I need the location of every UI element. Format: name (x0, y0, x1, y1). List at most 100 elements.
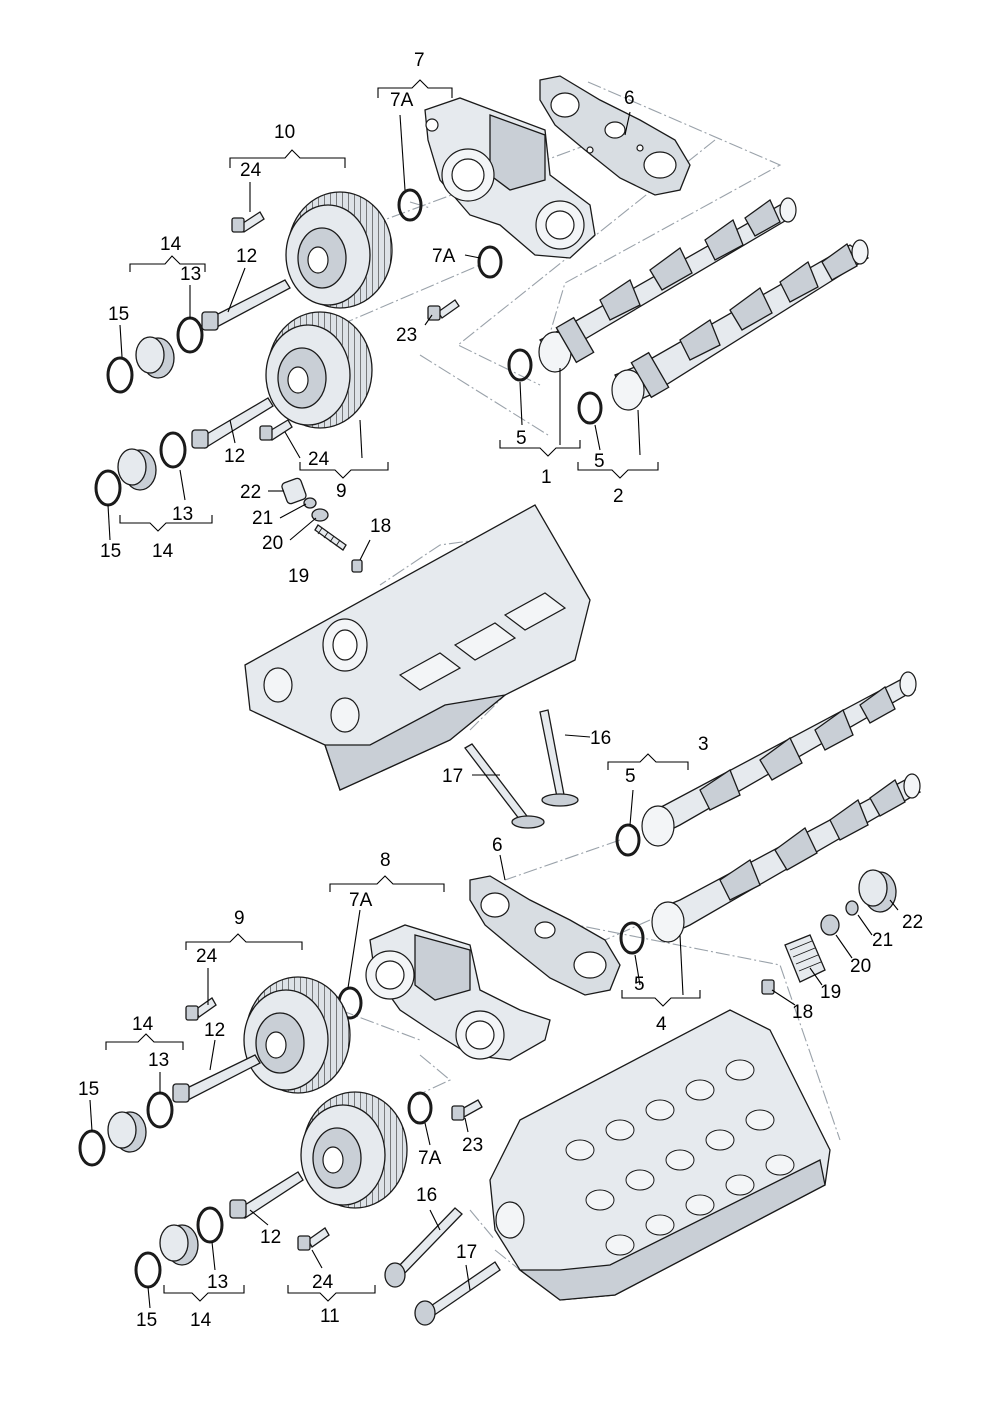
callout-22: 22 (902, 912, 923, 933)
callout-15: 15 (100, 541, 121, 562)
callout-24: 24 (312, 1272, 334, 1293)
callout-21: 21 (872, 930, 893, 951)
callout-12: 12 (224, 446, 245, 467)
callout-7a: 7A (432, 246, 456, 267)
bolt-23-lower (451, 1099, 483, 1121)
circlip-15-lower-2 (134, 1251, 162, 1289)
valve-stem-seal-18-upper (351, 559, 363, 573)
callout-15: 15 (78, 1079, 99, 1100)
camshaft-4 (651, 773, 922, 943)
bolt-24-lower-2 (297, 1227, 330, 1251)
callout-21: 21 (252, 508, 273, 529)
callout-14: 14 (160, 234, 182, 255)
sprocket-9-lower (243, 976, 351, 1094)
callout-12: 12 (236, 246, 257, 267)
callout-10: 10 (274, 122, 295, 143)
callout-17: 17 (442, 766, 463, 787)
gasket-upper (539, 75, 691, 196)
bolt-12-upper-2 (191, 397, 274, 449)
callout-9: 9 (336, 481, 347, 502)
o-ring-5-upper-2 (577, 391, 603, 425)
camshaft-1 (538, 197, 797, 373)
callout-5: 5 (634, 974, 645, 995)
keeper-21-upper (303, 497, 317, 509)
callout-12: 12 (204, 1020, 225, 1041)
callout-1: 1 (541, 467, 552, 488)
cap-14-lower-2 (159, 1224, 199, 1266)
cap-14-upper-1 (135, 336, 175, 379)
seal-ring-7a-upper-2 (477, 245, 503, 279)
callout-3: 3 (698, 734, 709, 755)
callout-7a: 7A (349, 890, 373, 911)
callout-15: 15 (108, 304, 129, 325)
callout-23: 23 (462, 1135, 483, 1156)
callout-18: 18 (370, 516, 391, 537)
circlip-15-upper-1 (106, 356, 134, 394)
o-ring-5-upper-1 (507, 348, 533, 382)
callout-4: 4 (656, 1014, 667, 1035)
callout-12: 12 (260, 1227, 281, 1248)
callout-16: 16 (590, 728, 611, 749)
callout-15: 15 (136, 1310, 157, 1331)
o-ring-5-lower-1 (615, 823, 641, 857)
callout-14: 14 (132, 1014, 154, 1035)
sprocket-10 (285, 191, 393, 309)
callout-13: 13 (180, 264, 201, 285)
intake-valve-17-upper (464, 743, 545, 829)
callout-17: 17 (456, 1242, 477, 1263)
camshaft-3 (641, 671, 917, 847)
camshaft-2 (611, 239, 870, 411)
valve-spring-19-lower (784, 934, 826, 983)
cap-14-upper-2 (117, 448, 157, 491)
callout-24: 24 (240, 160, 262, 181)
callout-20: 20 (850, 956, 871, 977)
callout-6: 6 (492, 835, 503, 856)
circlip-15-upper-2 (94, 469, 122, 507)
callout-labels: 7 7A 6 10 24 7A 14 12 13 15 23 5 5 1 2 1… (78, 50, 923, 1331)
keeper-21-lower (845, 900, 859, 916)
callout-14: 14 (190, 1310, 212, 1331)
bolt-24-upper-1 (231, 211, 265, 233)
gasket-lower (469, 875, 621, 996)
o-ring-13-lower-2 (196, 1206, 224, 1244)
bolt-12-lower-2 (229, 1171, 304, 1219)
camshaft-bearing-frame-upper (424, 97, 596, 259)
callout-23: 23 (396, 325, 417, 346)
exhaust-valve-16-lower (384, 1207, 463, 1288)
callout-24: 24 (196, 946, 218, 967)
callout-20: 20 (262, 533, 283, 554)
bolt-24-lower-1 (185, 997, 217, 1021)
callout-19: 19 (288, 566, 309, 587)
callout-19: 19 (820, 982, 841, 1003)
o-ring-13-upper-1 (176, 316, 204, 354)
cylinder-head-upper (244, 504, 591, 791)
callout-5: 5 (516, 428, 527, 449)
callout-5: 5 (594, 451, 605, 472)
tappet-22-lower (858, 869, 897, 913)
camshaft-bearing-frame-lower (365, 924, 551, 1061)
tappet-22-upper (281, 477, 307, 505)
sprocket-11 (300, 1091, 408, 1209)
callout-14: 14 (152, 541, 174, 562)
callout-6: 6 (624, 88, 635, 109)
sprocket-9-upper (265, 311, 373, 429)
spring-seat-20-lower (820, 914, 840, 936)
callout-18: 18 (792, 1002, 813, 1023)
seal-ring-7a-upper-1 (397, 188, 423, 222)
seal-ring-7a-lower-2 (407, 1091, 433, 1125)
callout-11: 11 (320, 1306, 340, 1327)
callout-7a: 7A (390, 90, 414, 111)
valve-spring-19-upper (314, 524, 347, 551)
leader-lines (89, 111, 899, 1309)
exhaust-valve-16-upper (539, 709, 579, 807)
callout-8: 8 (380, 850, 391, 871)
callout-22: 22 (240, 482, 261, 503)
circlip-15-lower-1 (78, 1129, 106, 1167)
cylinder-head-lower (489, 1009, 831, 1301)
intake-valve-17-lower (414, 1261, 501, 1326)
callout-7: 7 (414, 50, 425, 71)
bolt-23-upper (427, 299, 460, 321)
cap-14-lower-1 (107, 1111, 147, 1153)
bolt-24-upper-2 (259, 419, 293, 441)
